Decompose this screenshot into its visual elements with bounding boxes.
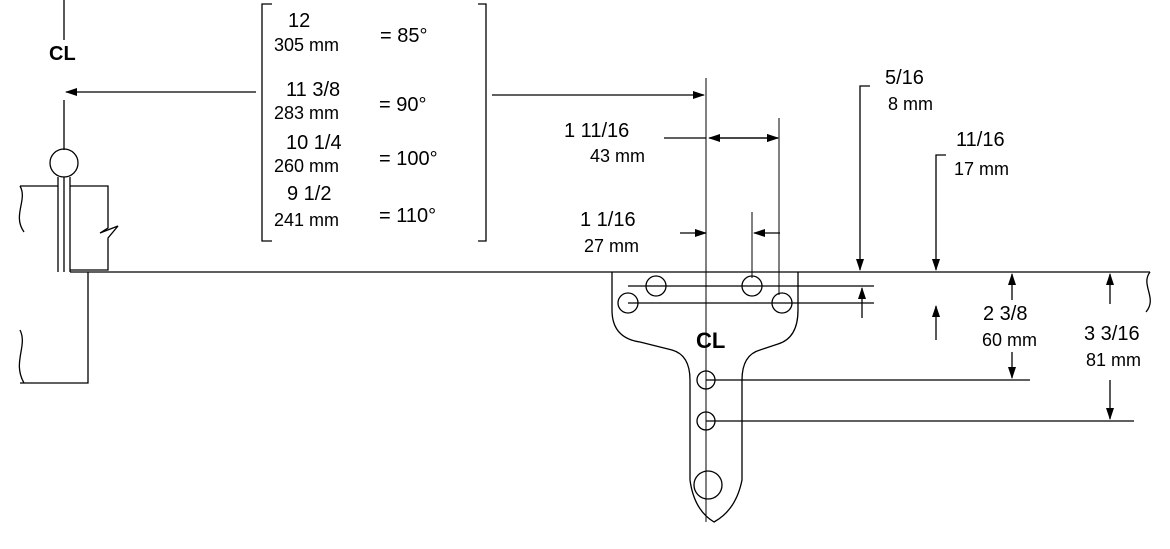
dim-top-small — [856, 85, 870, 271]
dim-outer-offset-mm: 43 mm — [590, 146, 645, 166]
angle-row-4-mm: 241 mm — [274, 210, 339, 230]
dim-vertical-mid-inch: 2 3/8 — [983, 303, 1027, 325]
angle-row-2-angle: = 90° — [379, 94, 426, 116]
mounting-hole — [617, 292, 639, 314]
angle-table: 12 305 mm = 85° 11 3/8 283 mm = 90° 10 1… — [274, 10, 438, 230]
angle-row-1-mm: 305 mm — [274, 35, 339, 55]
dim-top-small-inch: 5/16 — [885, 67, 924, 89]
angle-row-3-angle: = 100° — [379, 148, 438, 170]
dim-vertical-total-mm: 81 mm — [1086, 350, 1141, 370]
mounting-hole — [771, 292, 793, 314]
plate-centerline-symbol: CL — [696, 328, 725, 353]
mounting-hole — [645, 275, 667, 297]
arm-pivot-hole — [693, 470, 723, 500]
door-break-right — [1145, 271, 1151, 313]
hinge-pivot-circle — [49, 148, 79, 178]
hinge-frame-detail — [18, 0, 119, 384]
dim-top-large-mm: 17 mm — [954, 159, 1009, 179]
dim-top-large-inch: 11/16 — [956, 129, 1005, 151]
angle-row-4-inch: 9 1/2 — [287, 183, 331, 205]
angle-row-1-inch: 12 — [288, 10, 310, 32]
dim-top-large — [932, 154, 946, 271]
dim-vertical-total-inch: 3 3/16 — [1084, 323, 1140, 345]
angle-row-4-angle: = 110° — [379, 205, 436, 227]
dim-inner-offset-mm: 27 mm — [584, 236, 639, 256]
mounting-plate — [611, 272, 1134, 523]
angle-row-3-inch: 10 1/4 — [286, 132, 342, 154]
angle-table-bracket — [261, 3, 487, 242]
dim-top-small-mm: 8 mm — [888, 94, 933, 114]
dim-outer-offset-inch: 1 11/16 — [564, 120, 629, 142]
angle-row-2-inch: 11 3/8 — [286, 79, 340, 101]
angle-row-2-mm: 283 mm — [274, 103, 339, 123]
dim-inner-offset-inch: 1 1/16 — [580, 209, 636, 231]
angle-row-1-angle: = 85° — [380, 25, 427, 47]
left-centerline-symbol: CL — [49, 43, 76, 65]
angle-row-3-mm: 260 mm — [274, 156, 339, 176]
dim-vertical-mid-mm: 60 mm — [982, 330, 1037, 350]
